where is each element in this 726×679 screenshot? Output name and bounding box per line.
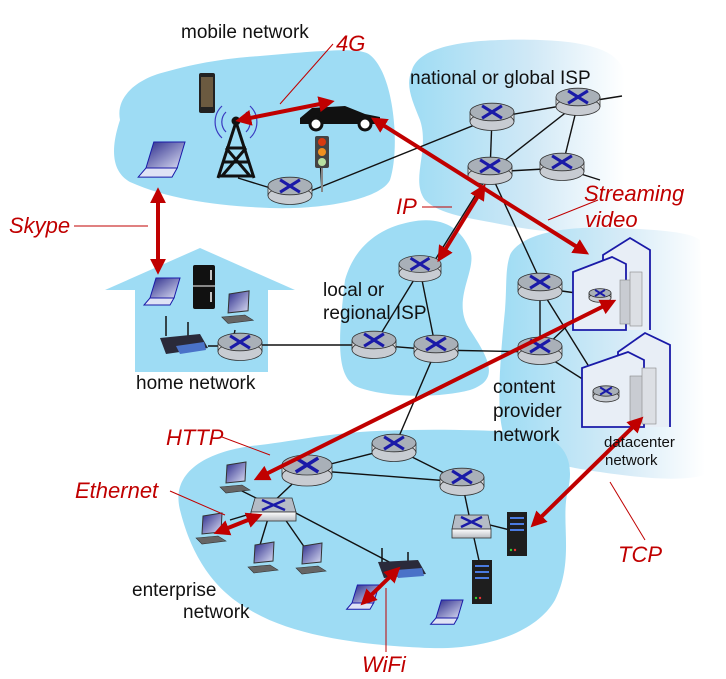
national-isp-label: national or global ISP [410, 68, 591, 89]
mobile-router-icon [267, 176, 313, 205]
enterprise-label-1: enterprise [132, 580, 217, 601]
content-provider-label-2: provider [493, 401, 562, 422]
desktop-home-icon [221, 290, 255, 324]
mobile-network-cloud [114, 50, 395, 209]
smartphone-icon [199, 73, 215, 113]
datacenter-label-2: network [605, 452, 658, 469]
arrow-wifi [360, 566, 401, 606]
arrow-tcp [530, 416, 644, 528]
laptop-home-icon [142, 277, 181, 306]
mobile-network-label: mobile network [181, 22, 309, 43]
protocol-arrows [150, 96, 644, 606]
protocol-ethernet-label: Ethernet [75, 478, 159, 503]
wifi-ap-home-icon [160, 316, 208, 354]
laptop-enterprise-2-icon [429, 599, 464, 625]
local-router-left-icon [351, 330, 397, 359]
protocol-skype-label: Skype [9, 213, 71, 238]
arrow-http [253, 299, 617, 481]
laptop-mobile-icon [137, 141, 186, 178]
local-router-top-icon [398, 255, 442, 283]
datacenter-label-1: datacenter [604, 434, 675, 451]
server-enterprise-2-icon [472, 560, 492, 604]
home-network-label: home network [136, 373, 256, 394]
arrow-ethernet [213, 512, 263, 536]
arrow-4g [235, 96, 335, 126]
server-enterprise-1-icon [507, 512, 527, 556]
desktop-enterprise-1-icon [219, 461, 251, 494]
content-provider-label-3: network [493, 425, 560, 446]
traffic-light-icon [315, 136, 329, 192]
protocol-http-label: HTTP [166, 425, 224, 450]
home-router-icon [217, 332, 263, 361]
arrow-ip [437, 183, 486, 263]
local-router-right-icon [413, 334, 459, 363]
protocol-streaming-label-2: video [585, 207, 638, 232]
enterprise-switch-left [250, 497, 297, 522]
local-isp-label-1: local or [323, 280, 385, 301]
content-provider-label-1: content [493, 377, 556, 398]
national-router-4-icon [539, 152, 585, 181]
national-router-2-icon [555, 87, 601, 116]
enterprise-switch-right [451, 514, 492, 539]
desktops [195, 290, 327, 575]
desktop-enterprise-3-icon [247, 541, 279, 574]
protocol-tcp-label: TCP [618, 542, 662, 567]
protocol-4g-label: 4G [336, 31, 366, 56]
content-router-top-icon [517, 272, 563, 301]
protocol-streaming-label-1: Streaming [584, 181, 685, 206]
desktop-enterprise-4-icon [295, 542, 327, 575]
protocol-ip-label: IP [396, 194, 417, 219]
protocol-wifi-label: WiFi [362, 652, 406, 677]
enterprise-router-right-icon [439, 467, 485, 496]
enterprise-label-2: network [183, 602, 250, 623]
enterprise-router-left-icon [281, 454, 333, 487]
datacenter-1-router-icon [588, 288, 612, 303]
national-router-1-icon [469, 102, 515, 131]
fridge-icon [193, 265, 215, 309]
content-router-bottom-icon [517, 336, 563, 365]
datacenter-2-router-icon [592, 385, 620, 403]
local-isp-label-2: regional ISP [323, 303, 427, 324]
enterprise-router-top-icon [371, 433, 417, 462]
